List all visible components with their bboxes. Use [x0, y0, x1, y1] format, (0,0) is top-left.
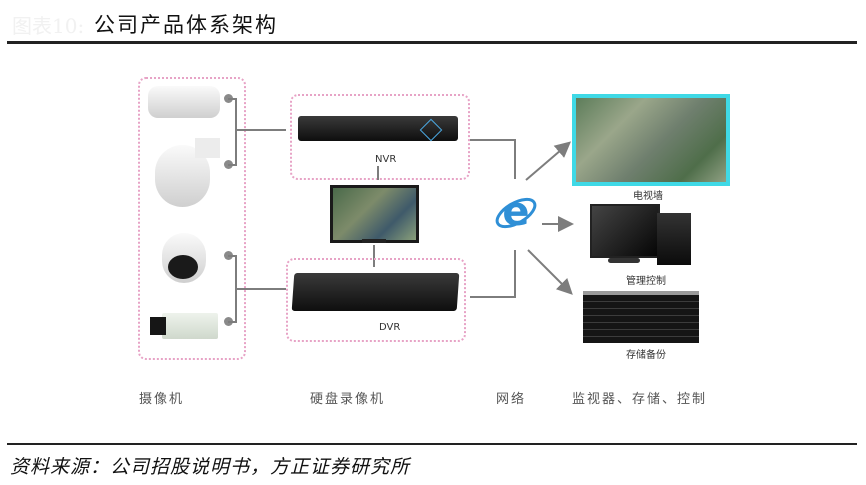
svg-text:e: e	[502, 189, 529, 235]
connector-line	[236, 288, 286, 290]
figure-prefix: 图表10:	[12, 14, 85, 38]
box-camera-icon	[162, 313, 218, 339]
management-pc-tower-icon	[657, 213, 691, 265]
dvr-label: DVR	[379, 322, 401, 333]
nvr-label: NVR	[375, 154, 397, 165]
box-camera-lens-icon	[150, 317, 166, 335]
connector-line	[235, 98, 237, 166]
bullet-camera-icon	[148, 86, 220, 118]
monitor-stand-icon	[362, 239, 386, 243]
source-note: 资料来源：公司招股说明书，方正证券研究所	[10, 456, 411, 478]
connector-line	[228, 98, 236, 100]
monitor-screen-icon	[330, 185, 419, 243]
storage-server-icon	[583, 291, 699, 343]
dvr-box	[286, 258, 466, 342]
category-recorders: 硬盘录像机	[310, 392, 386, 407]
connector-line	[228, 255, 236, 257]
camera-group-box	[138, 77, 246, 360]
connector-line	[373, 245, 375, 267]
arrow-to-storage	[527, 249, 573, 295]
category-endpoints: 监视器、存储、控制	[572, 392, 708, 407]
connector-line	[377, 166, 379, 180]
figure-title: 公司产品体系架构	[94, 13, 278, 37]
category-cameras: 摄像机	[139, 392, 185, 407]
top-rule	[7, 41, 857, 44]
category-network: 网络	[496, 392, 527, 407]
connector-line	[470, 296, 515, 298]
network-icon: e	[492, 187, 540, 237]
tv-wall-label: 电视墙	[633, 191, 663, 202]
connector-line	[470, 139, 515, 141]
turret-camera-lens-icon	[168, 255, 198, 279]
connector-line	[228, 164, 236, 166]
network-arrows	[525, 141, 574, 295]
bottom-rule	[7, 443, 857, 445]
connector-line	[228, 321, 236, 323]
tv-wall-icon	[572, 94, 730, 186]
nvr-box	[290, 94, 470, 180]
management-label: 管理控制	[626, 276, 666, 287]
dvr-device-icon	[291, 273, 460, 311]
connector-line	[236, 129, 286, 131]
connector-line	[514, 139, 516, 179]
nvr-device-icon	[298, 116, 458, 141]
storage-label: 存储备份	[626, 350, 666, 361]
connector-line	[514, 250, 516, 298]
arrow-to-tv-wall	[525, 141, 572, 181]
ptz-camera-mount-icon	[195, 138, 220, 158]
management-monitor-icon	[590, 204, 660, 258]
management-monitor-stand-icon	[608, 258, 640, 263]
